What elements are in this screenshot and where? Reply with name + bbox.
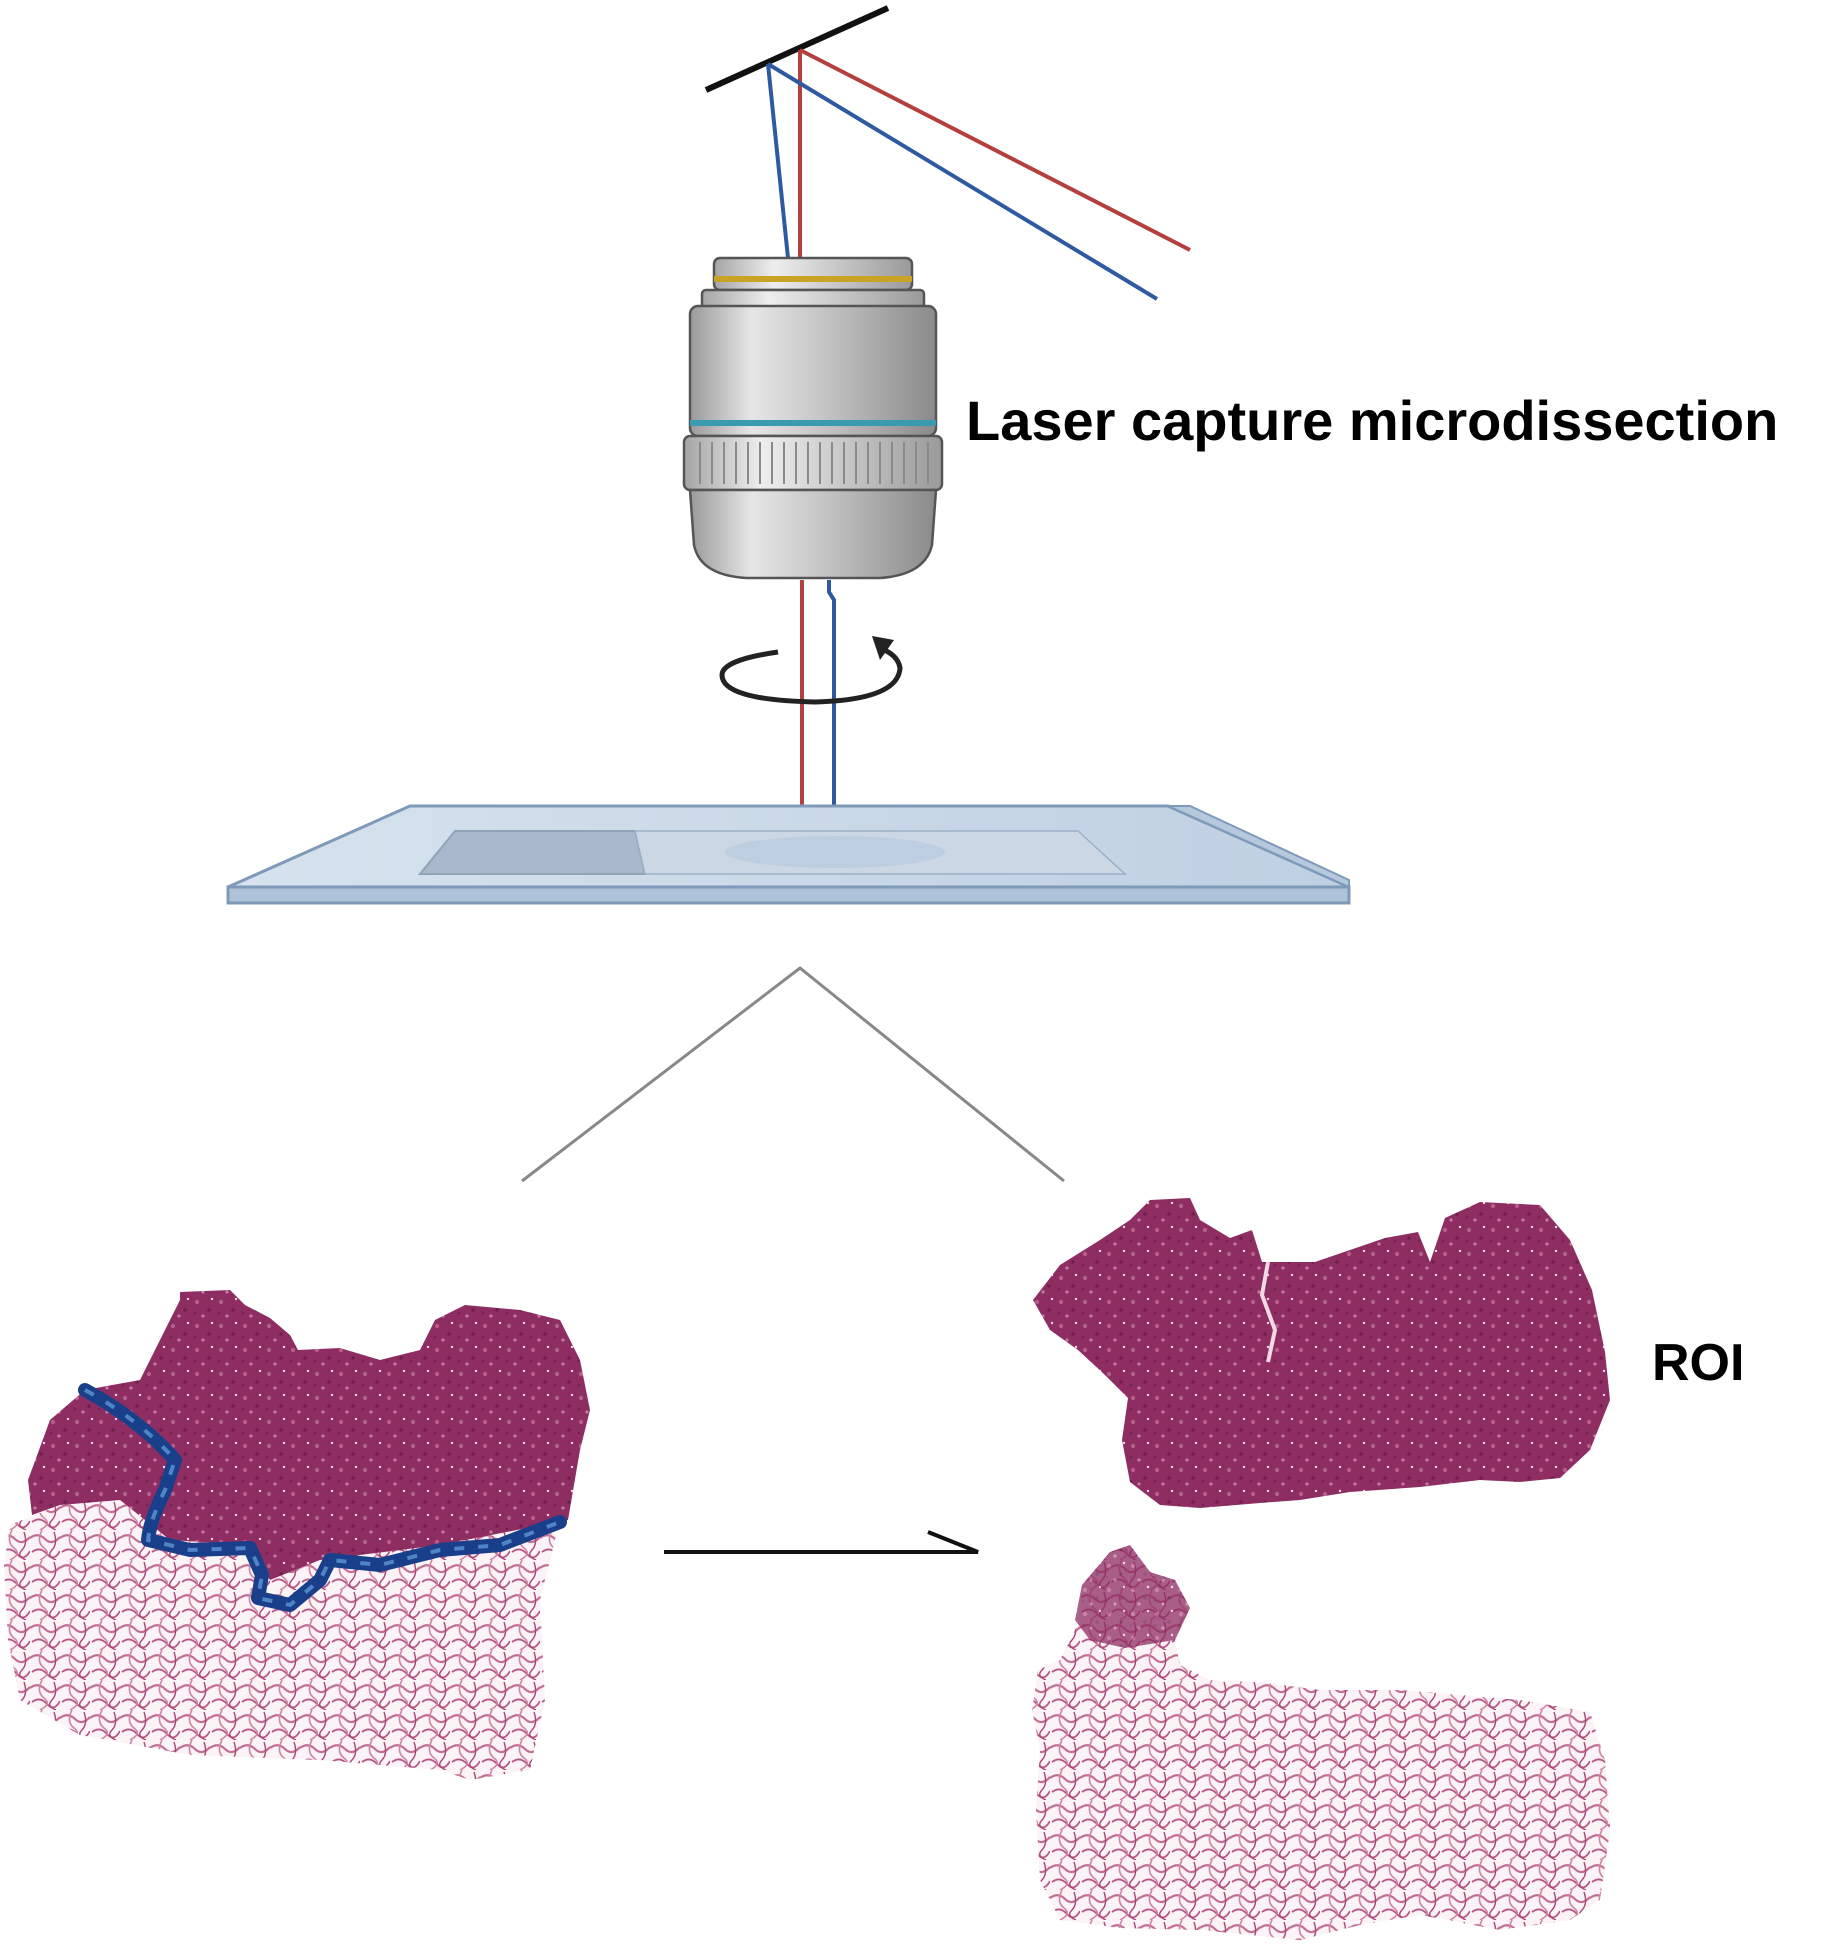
tissue-sparse-region [4, 1500, 560, 1780]
objective-lens-icon [682, 256, 944, 580]
technique-label: Laser capture microdissection [966, 389, 1779, 452]
laser-beams [766, 48, 1191, 845]
tissue-section-left [4, 1290, 590, 1780]
rotation-arrow-icon [719, 636, 903, 705]
roi-tissue-section [1033, 1198, 1610, 1508]
roi-label: ROI [1652, 1334, 1745, 1392]
red-laser-beam [798, 48, 1191, 258]
process-arrow-icon [664, 1530, 979, 1554]
mirror-icon [704, 5, 890, 93]
blue-beam-lower [827, 580, 836, 845]
microscope-slide-icon [226, 804, 1351, 905]
tissue-dense-region [28, 1290, 590, 1580]
zoom-connector [521, 966, 1065, 1183]
blue-laser-beam [766, 62, 1159, 301]
remaining-tissue-section [1032, 1545, 1610, 1940]
